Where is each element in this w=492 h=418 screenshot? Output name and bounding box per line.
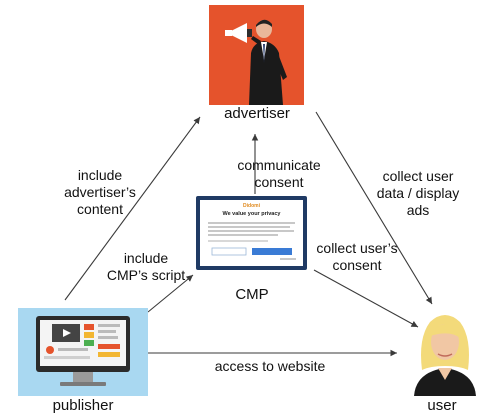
edge-label-access: access to website bbox=[214, 358, 326, 374]
cmp-dialog-panel: Didomi We value your privacy bbox=[200, 200, 303, 266]
edge-label-collect-data-1: collect user bbox=[382, 168, 454, 184]
edge-label-collect-consent-2: consent bbox=[332, 257, 382, 273]
cmp-label: CMP bbox=[235, 286, 269, 303]
edge-label-include-content-1: include bbox=[77, 167, 123, 183]
edge-label-communicate-1: communicate bbox=[237, 157, 321, 173]
cmp-heading: We value your privacy bbox=[222, 211, 281, 217]
cmp-brand: Didomi bbox=[243, 203, 260, 209]
edge-label-include-script-1: include bbox=[123, 250, 169, 266]
publisher-label: publisher bbox=[52, 397, 114, 414]
publisher-image bbox=[18, 308, 148, 396]
user-label: user bbox=[427, 397, 457, 414]
megaphone-icon bbox=[225, 23, 252, 43]
edge-label-collect-data-3: ads bbox=[406, 202, 430, 218]
cmp-dialog-body-lines bbox=[208, 222, 296, 260]
edge-label-include-content-3: content bbox=[77, 201, 123, 217]
arrow-publisher-to-cmp bbox=[147, 274, 194, 313]
advertiser-label: advertiser bbox=[224, 105, 290, 122]
user-image bbox=[400, 308, 490, 396]
arrow-advertiser-to-user bbox=[315, 111, 433, 305]
user-avatar-icon bbox=[414, 315, 476, 396]
edge-label-collect-consent-1: collect user’s bbox=[316, 240, 398, 256]
edge-label-include-content-2: advertiser’s bbox=[64, 184, 136, 200]
arrow-cmp-to-user bbox=[313, 269, 419, 328]
monitor-icon bbox=[36, 316, 130, 386]
edge-label-include-script-2: CMP’s script bbox=[106, 267, 186, 283]
arrow-publisher-to-advertiser bbox=[64, 116, 201, 301]
edge-label-communicate-2: consent bbox=[254, 174, 304, 190]
cmp-dialog-image: Didomi We value your privacy bbox=[196, 196, 307, 270]
edge-label-collect-data-2: data / display bbox=[376, 185, 460, 201]
advertiser-image bbox=[209, 5, 304, 105]
